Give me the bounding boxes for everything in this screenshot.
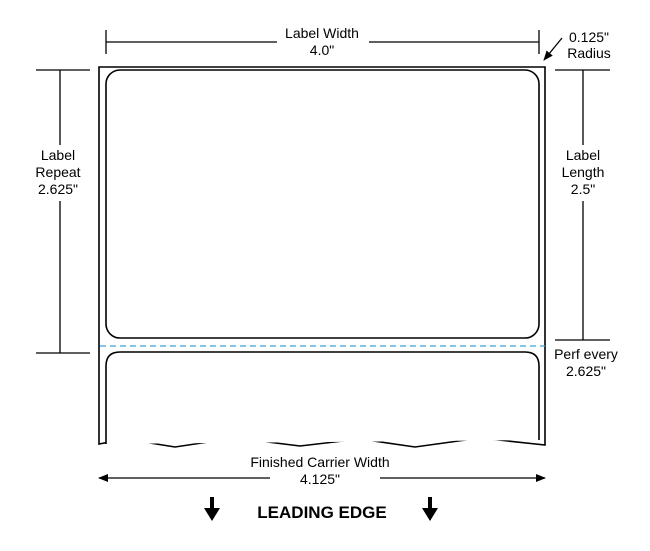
down-arrow-icon (204, 497, 220, 521)
carrier-width-title: Finished Carrier Width (250, 454, 389, 470)
down-arrow-icon (422, 497, 438, 521)
label-width-value: 4.0" (310, 42, 334, 58)
perf-value: 2.625" (566, 363, 606, 379)
label-upper (105, 69, 540, 339)
radius-title: Radius (567, 45, 611, 61)
carrier-width-value: 4.125" (300, 471, 340, 487)
label-length-value: 2.5" (571, 181, 595, 197)
radius-arrow (543, 37, 563, 61)
perf-title: Perf every (554, 346, 618, 362)
label-repeat-line1: Label (41, 147, 75, 163)
radius-value: 0.125" (569, 29, 609, 45)
label-repeat-line2: Repeat (35, 164, 80, 180)
label-length-line1: Label (566, 147, 600, 163)
label-width-title: Label Width (285, 25, 359, 41)
label-lower (105, 351, 540, 444)
leading-edge-label: LEADING EDGE (257, 503, 386, 522)
label-repeat-value: 2.625" (38, 181, 78, 197)
label-length-line2: Length (562, 164, 605, 180)
